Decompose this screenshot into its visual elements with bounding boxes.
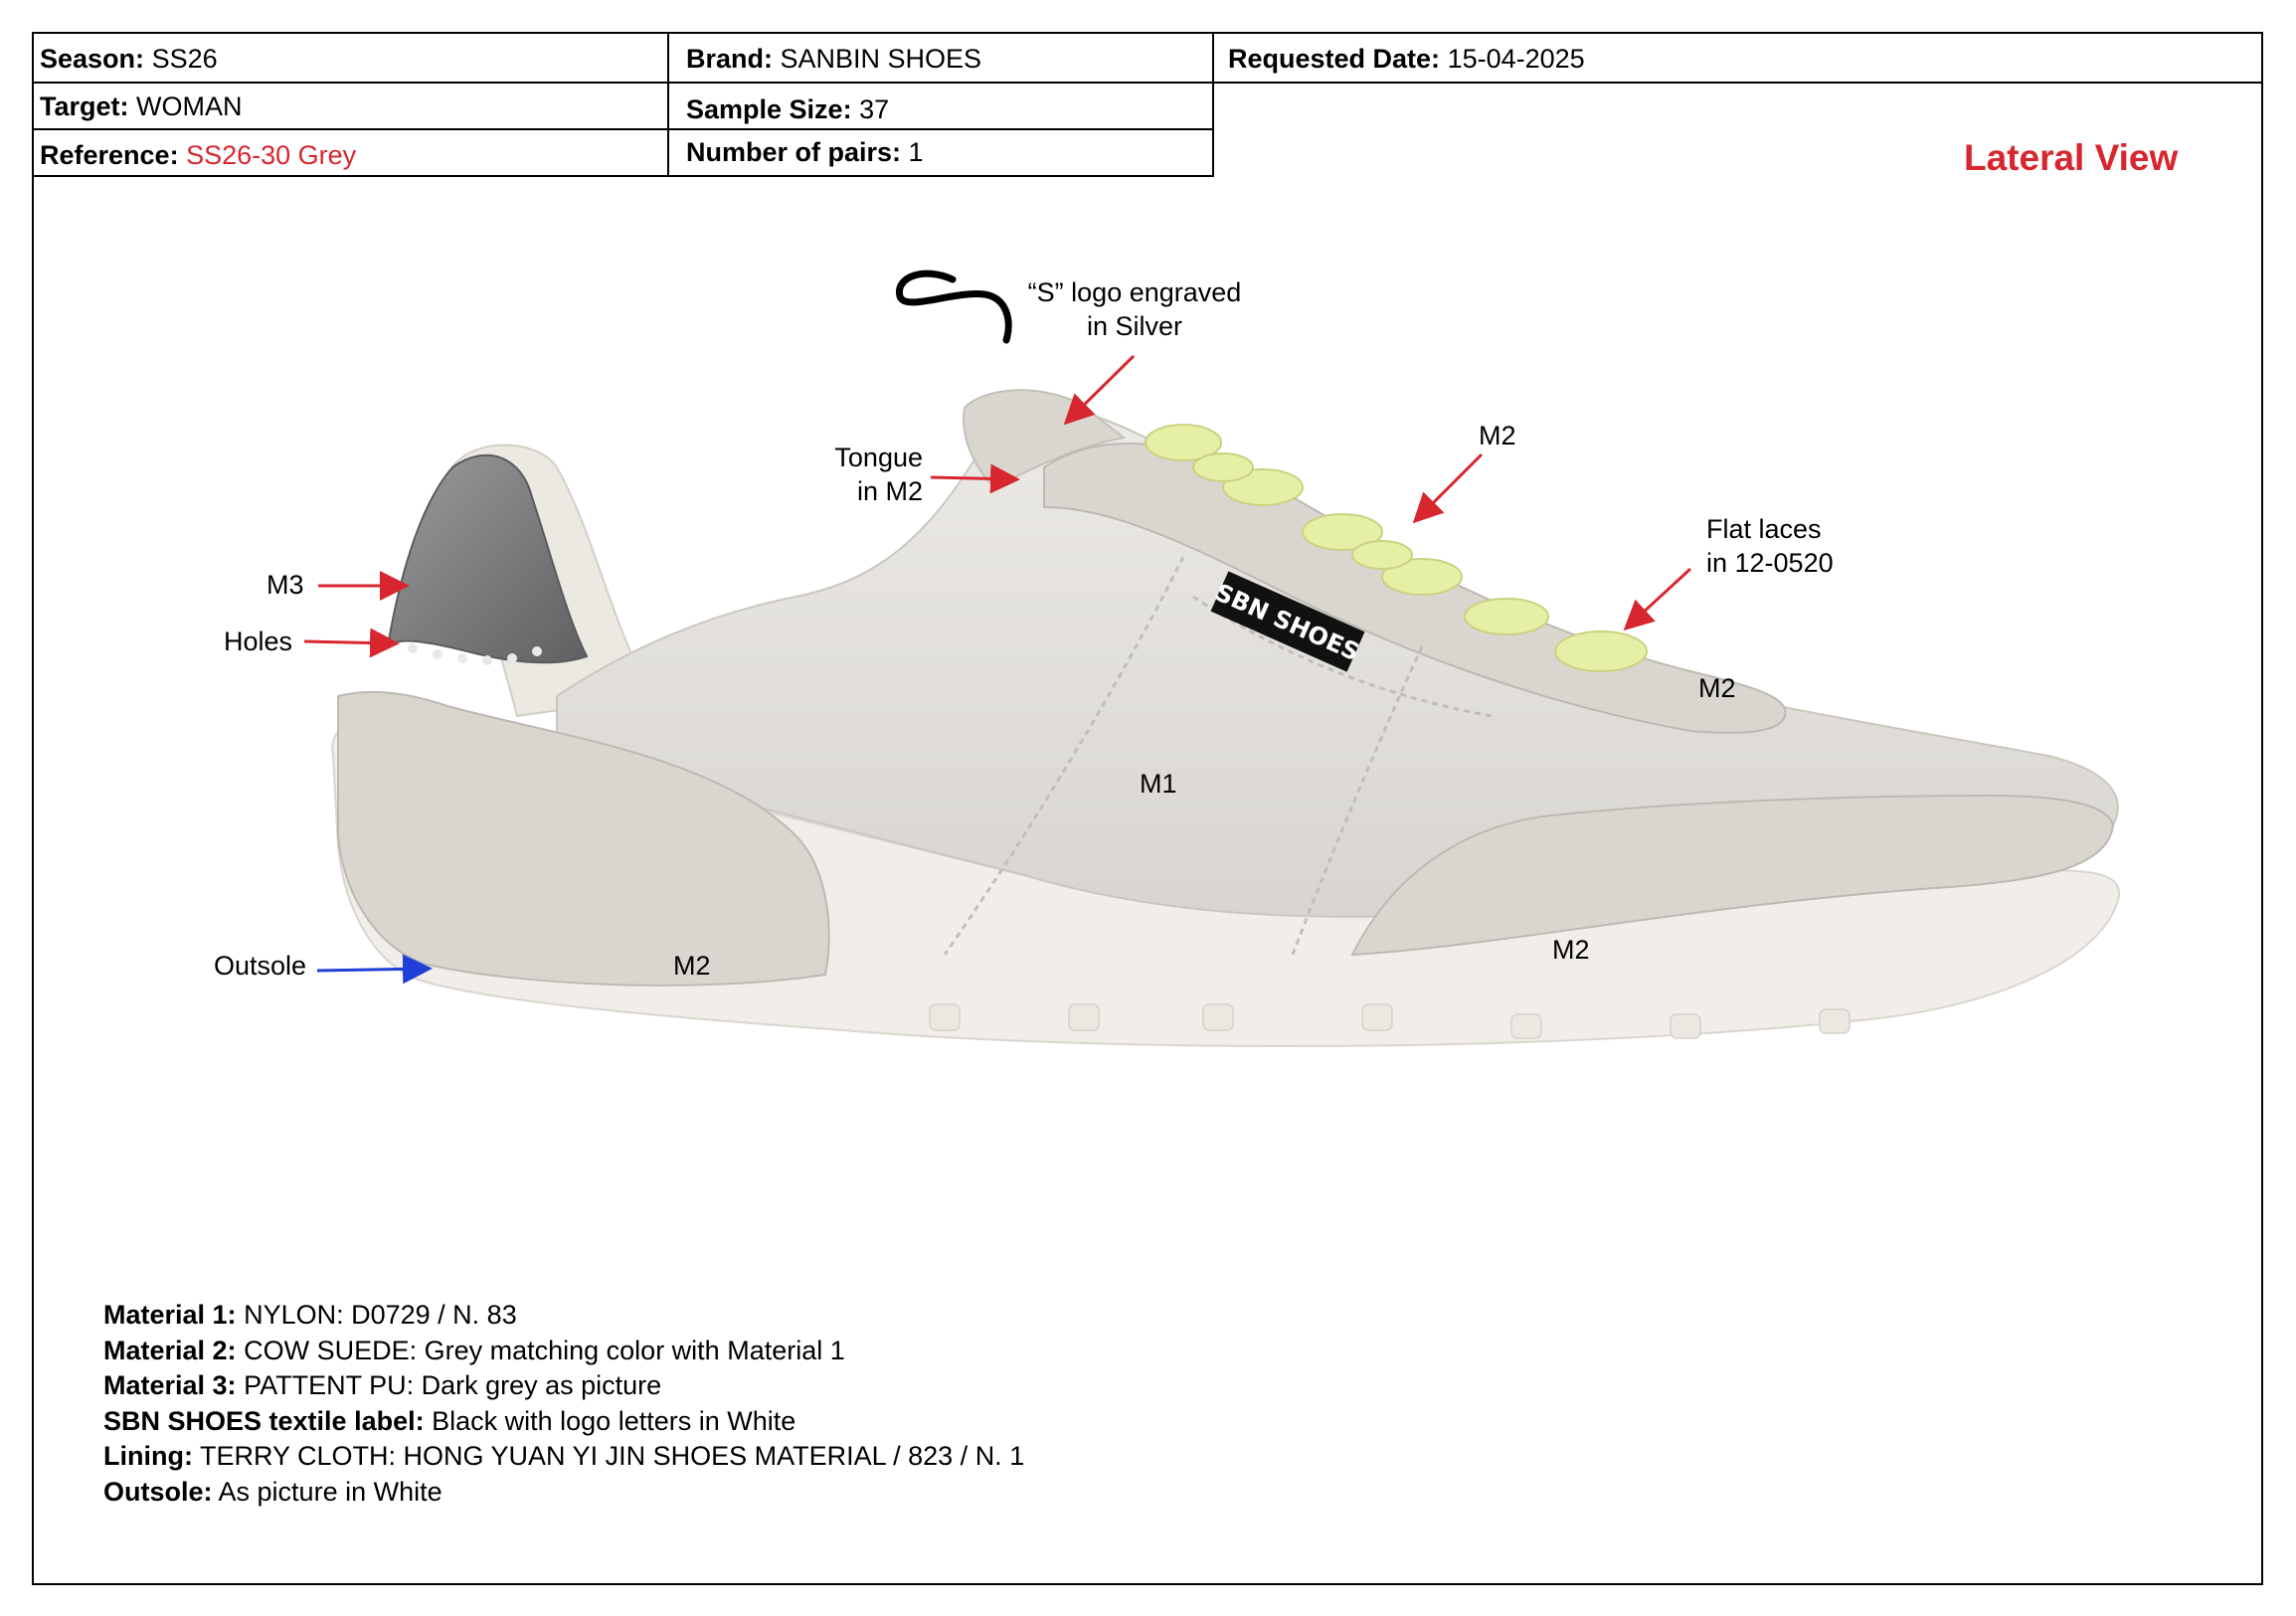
laces-callout-arrow — [1623, 567, 1692, 631]
season-label: Season: — [40, 44, 145, 74]
lining-row: Lining: TERRY CLOTH: HONG YUAN YI JIN SH… — [103, 1441, 1025, 1471]
holes-callout-label: Holes — [224, 627, 293, 656]
header-top-line — [32, 32, 2263, 34]
m2-heel-label: M2 — [673, 951, 711, 981]
brand-cell: Brand: SANBIN SHOES — [680, 36, 981, 82]
outsole-row: Outsole: As picture in White — [103, 1476, 442, 1507]
sample-size-cell: Sample Size: 37 — [680, 87, 889, 132]
logo-callout-line2: in Silver — [1086, 311, 1183, 341]
material-1-row: Material 1: NYLON: D0729 / N. 83 — [103, 1300, 517, 1330]
reference-cell: Reference: SS26-30 Grey — [34, 132, 356, 178]
toe-suede-shape — [1350, 794, 2115, 957]
m2-toe-label: M2 — [1552, 935, 1590, 965]
header-col1-divider — [667, 32, 669, 177]
laces-callout-line1: Flat laces — [1706, 514, 1822, 544]
reference-label: Reference: — [40, 140, 179, 170]
outsole-callout-label: Outsole — [214, 951, 307, 981]
requested-date-value: 15-04-2025 — [1447, 44, 1585, 74]
target-cell: Target: WOMAN — [34, 84, 243, 129]
textile-label-row: SBN SHOES textile label: Black with logo… — [103, 1405, 796, 1436]
brand-label: Brand: — [686, 44, 773, 74]
laces-callout-label: Flat laces in 12-0520 — [1706, 512, 1834, 580]
tongue-callout-line2: in M2 — [856, 476, 923, 506]
target-value: WOMAN — [136, 91, 243, 121]
number-of-pairs-cell: Number of pairs: 1 — [680, 129, 924, 175]
number-of-pairs-value: 1 — [908, 137, 924, 167]
reference-value: SS26-30 Grey — [186, 140, 357, 170]
number-of-pairs-label: Number of pairs: — [686, 137, 902, 167]
tongue-callout-line1: Tongue — [834, 443, 923, 472]
tongue-callout-label: Tongue in M2 — [795, 441, 923, 508]
logo-callout-arrow — [1063, 354, 1136, 426]
logo-callout-label: “S” logo engraved in Silver — [1020, 275, 1249, 343]
view-title: Lateral View — [1964, 137, 2179, 178]
season-cell: Season: SS26 — [34, 36, 218, 82]
m2-top-callout-label: M2 — [1479, 421, 1516, 450]
material-2-row: Material 2: COW SUEDE: Grey matching col… — [103, 1335, 845, 1365]
s-logo-icon — [896, 269, 1012, 344]
season-value: SS26 — [151, 44, 218, 74]
materials-legend: Material 1: NYLON: D0729 / N. 83 Materia… — [103, 1298, 1024, 1510]
m2-top-callout-arrow — [1412, 452, 1484, 524]
m3-callout-label: M3 — [266, 570, 304, 600]
laces-shape — [1145, 424, 1648, 672]
sample-size-label: Sample Size: — [686, 94, 852, 124]
header-col2-divider — [1212, 32, 1214, 177]
requested-date-cell: Requested Date: 15-04-2025 — [1222, 36, 1585, 82]
brand-value: SANBIN SHOES — [780, 44, 982, 74]
tongue-callout-arrow — [930, 463, 1020, 494]
logo-callout-line1: “S” logo engraved — [1027, 277, 1242, 307]
outsole-callout-arrow — [316, 954, 433, 985]
m2-vamp-label: M2 — [1698, 673, 1736, 703]
heel-holes — [408, 643, 542, 665]
target-label: Target: — [40, 91, 129, 121]
requested-date-label: Requested Date: — [1228, 44, 1441, 74]
laces-callout-line2: in 12-0520 — [1706, 548, 1834, 578]
holes-callout-arrow — [303, 628, 400, 658]
material-3-row: Material 3: PATTENT PU: Dark grey as pic… — [103, 1370, 662, 1400]
m1-label: M1 — [1140, 769, 1177, 799]
header-row1-bottom-line — [32, 82, 2263, 84]
header-row3-bottom-line — [32, 175, 1214, 177]
nylon-seams — [943, 556, 1493, 956]
header-row2-bottom-line — [32, 128, 1214, 130]
sample-size-value: 37 — [859, 94, 890, 124]
